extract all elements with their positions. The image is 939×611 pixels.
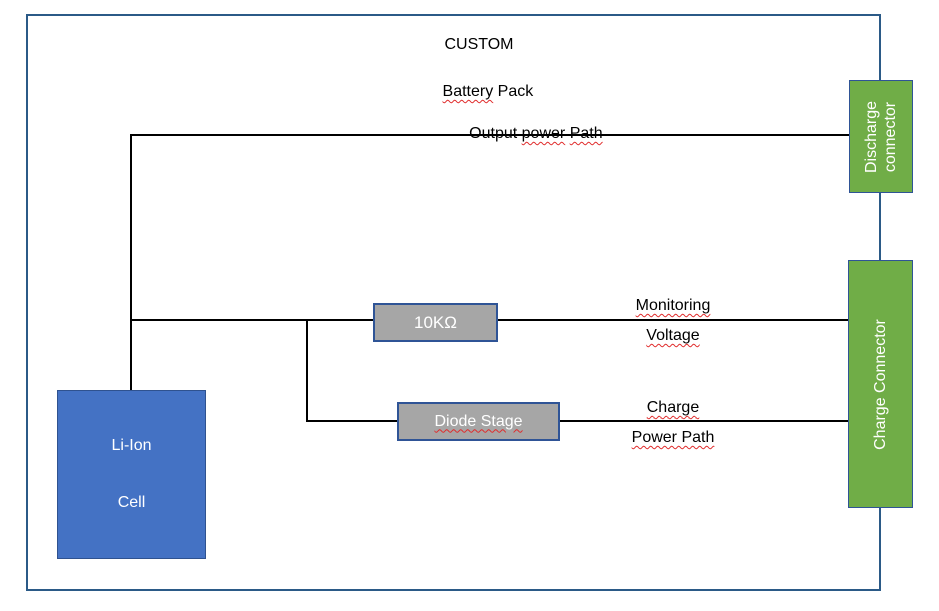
wire-charge-power-path xyxy=(306,420,848,422)
title-battery-word: Battery xyxy=(442,83,494,100)
title-custom-text: CUSTOM xyxy=(444,36,514,53)
wire-output-power-path xyxy=(130,134,849,136)
wire-cell-bus-vertical xyxy=(130,134,132,391)
charge-line: Charge xyxy=(573,393,773,423)
power-path-text: Power Path xyxy=(631,429,715,446)
monitoring-voltage-label: Monitoring Voltage xyxy=(573,291,773,351)
output-word: Output xyxy=(469,125,522,142)
voltage-text: Voltage xyxy=(646,327,700,344)
discharge-connector-box: Discharge connector xyxy=(849,80,913,193)
path-word: Path xyxy=(569,125,603,142)
title-pack-word: Pack xyxy=(493,83,534,100)
discharge-text: Discharge xyxy=(863,100,880,173)
voltage-line: Voltage xyxy=(573,321,773,351)
connector-text: connector xyxy=(882,101,899,172)
diode-stage-box: Diode Stage xyxy=(397,402,560,441)
wire-branch-vertical xyxy=(306,319,308,422)
power-path-line: Power Path xyxy=(573,423,773,453)
monitoring-line: Monitoring xyxy=(573,291,773,321)
title-line1: CUSTOM xyxy=(329,36,629,54)
title-line2: Battery Pack xyxy=(329,65,629,119)
charge-text: Charge xyxy=(646,399,700,416)
li-ion-cell-box: Li-Ion Cell xyxy=(57,390,206,559)
monitoring-text: Monitoring xyxy=(635,297,711,314)
diode-stage-label: Diode Stage xyxy=(434,412,523,430)
charge-connector-label: Charge Connector xyxy=(872,318,889,450)
charge-power-path-label: Charge Power Path xyxy=(573,393,773,453)
cell-label: Cell xyxy=(117,494,146,511)
power-word: power xyxy=(521,125,566,142)
li-ion-label: Li-Ion xyxy=(111,437,152,454)
discharge-connector-label: Discharge connector xyxy=(862,100,900,172)
charge-connector-box: Charge Connector xyxy=(848,260,913,508)
resistor-box: 10KΩ xyxy=(373,303,498,342)
output-power-path-label: Output power Path xyxy=(377,107,677,161)
resistor-label: 10KΩ xyxy=(414,312,457,332)
